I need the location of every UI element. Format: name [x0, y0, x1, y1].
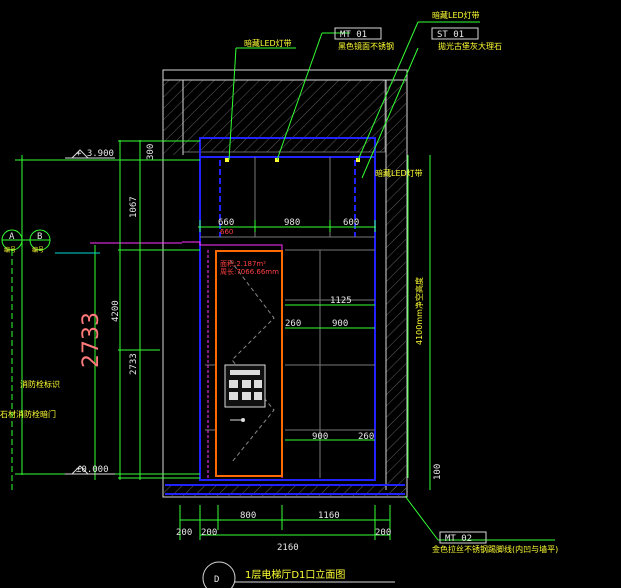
dim-h-260b: 260 [358, 432, 374, 442]
label-fire-sign: 消防栓标识 [20, 379, 60, 389]
grid-bubble-b: B [37, 232, 42, 242]
grid-bubble-a: A [9, 232, 15, 242]
dim-b-2160: 2160 [277, 543, 299, 553]
elevation-markers [65, 149, 115, 475]
callout-led-left: 暗藏LED灯带 [244, 38, 292, 48]
dim-right-height: 4100mm净空高度 [414, 277, 424, 345]
dim-h-660: 660 [218, 218, 234, 228]
dim-b-1160: 1160 [318, 511, 340, 521]
fire-sign-panel [224, 364, 266, 422]
big-dimension-2733: 2733 [79, 312, 104, 368]
dim-h-660-sub: 660 [220, 228, 233, 236]
dim-v-2733: 2733 [129, 353, 139, 375]
dimension-lines [15, 21, 555, 541]
dim-h-1125: 1125 [330, 296, 352, 306]
callout-mt02-desc: 金色拉丝不锈钢踢脚线(内凹与墙平) [432, 544, 558, 554]
dim-h-900b: 900 [312, 432, 328, 442]
grid-bubble-b-sub: 编号 [32, 246, 44, 254]
callout-mt01-desc: 黑色镜面不锈钢 [338, 41, 394, 51]
panel-joints [200, 157, 375, 478]
dim-h-900a: 900 [332, 319, 348, 329]
callout-led-top: 暗藏LED灯带 [432, 10, 480, 20]
dim-b-200c: 200 [375, 528, 391, 538]
dim-v-4200: 4200 [111, 300, 121, 322]
dim-v-300: 300 [146, 144, 156, 160]
magenta-door-frame [90, 241, 283, 478]
dim-h-980: 980 [284, 218, 300, 228]
dim-right-100: 100 [433, 464, 443, 480]
dim-b-800: 800 [240, 511, 256, 521]
callout-st01-code: ST 01 [437, 30, 464, 40]
label-fire-door: 石材消防栓暗门 [0, 409, 56, 419]
callout-st01-desc: 拋光古堡灰大理石 [438, 41, 502, 51]
elevation-top: + 3.900 [76, 149, 114, 159]
led-markers [225, 158, 360, 162]
dim-b-200a: 200 [176, 528, 192, 538]
callout-mt02-code: MT 02 [445, 534, 472, 544]
red-note-perimeter: 周长:7066.66mm [220, 267, 279, 276]
dim-v-1067: 1067 [129, 196, 139, 218]
dim-b-200b: 200 [201, 528, 217, 538]
grid-bubble-a-sub: 编号 [4, 246, 16, 254]
fire-door-outline [215, 250, 283, 477]
title-badge: D [214, 575, 219, 585]
blue-frame [165, 137, 405, 495]
drawing-title: 1层电梯厅D1口立面图 [245, 568, 345, 581]
dim-h-260a: 260 [285, 319, 301, 329]
dim-h-600: 600 [343, 218, 359, 228]
callout-led-right: 暗藏LED灯带 [375, 168, 423, 178]
elevation-bottom: ±0.000 [76, 465, 109, 475]
title-block [202, 561, 395, 588]
red-note-area: 面积:2.187m² [220, 259, 266, 268]
grid-bubbles [1, 229, 51, 490]
callout-boxes [334, 27, 487, 544]
callout-mt01-code: MT 01 [340, 30, 367, 40]
